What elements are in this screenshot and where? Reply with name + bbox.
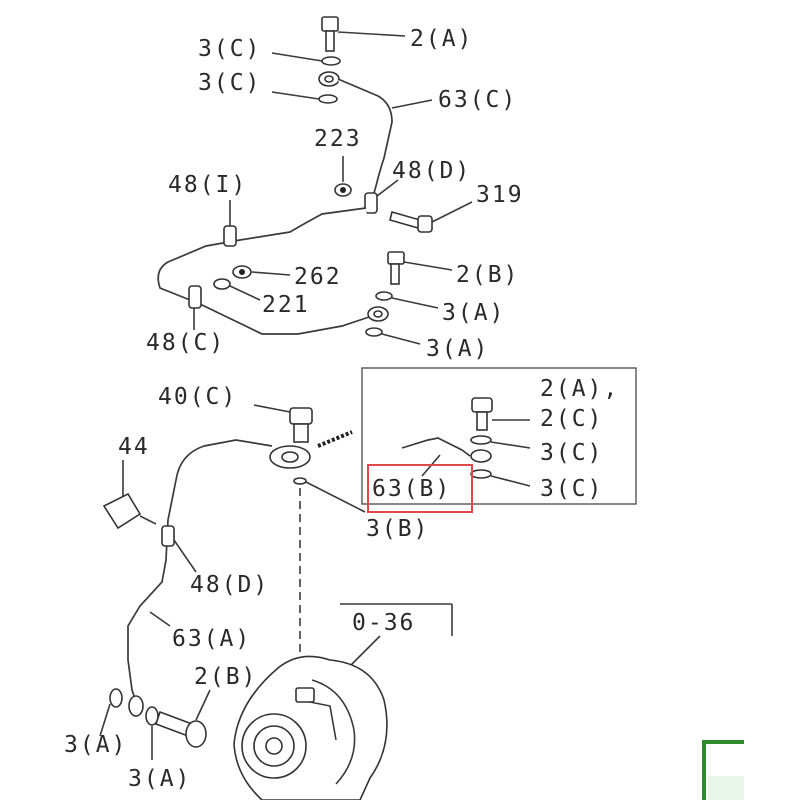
label-2b-top: 2(B) <box>456 262 519 288</box>
eye-fitting-63c <box>318 71 340 87</box>
label-2b-bot: 2(B) <box>194 664 257 690</box>
inset-washers <box>470 435 531 487</box>
turbocharger <box>233 655 388 800</box>
clip-48c <box>188 285 202 330</box>
label-48d-bot: 48(D) <box>190 572 269 598</box>
washer-3a-upper-1 <box>375 291 439 309</box>
label-48d-top: 48(D) <box>392 158 471 184</box>
label-40c: 40(C) <box>158 384 237 410</box>
label-221: 221 <box>262 292 310 318</box>
washer-3a-bottom-2 <box>145 706 159 760</box>
label-44: 44 <box>118 434 150 460</box>
washer-3a-upper-2 <box>365 327 421 345</box>
washer-3c-lower <box>271 91 338 104</box>
eye-fitting-bottom <box>128 695 144 717</box>
washer-3a-bottom-1 <box>99 688 123 737</box>
label-2a-top: 2(A) <box>410 26 473 52</box>
bolt-2a-top <box>321 16 406 52</box>
washer-3c-upper <box>271 52 341 66</box>
bolt-2b-lower <box>154 689 211 748</box>
label-3a-1: 3(A) <box>442 300 505 326</box>
label-3c-2: 3(C) <box>198 70 261 96</box>
label-319: 319 <box>476 182 524 208</box>
banjo-fitting <box>269 445 311 469</box>
bolt-319 <box>389 201 473 233</box>
washer-3b <box>293 477 307 485</box>
inset-bolt <box>471 397 530 431</box>
label-3a-3: 3(A) <box>64 732 127 758</box>
inset-label-2c: 2(C) <box>540 406 603 432</box>
inset-label-63b: 63(B) <box>372 476 451 502</box>
sensor-44 <box>102 460 157 530</box>
pipe-63a <box>127 439 273 703</box>
clip-48d-lower <box>161 525 197 573</box>
label-262: 262 <box>294 264 342 290</box>
highlight-63b <box>367 464 473 513</box>
clip-48d-upper <box>364 179 399 214</box>
label-48i: 48(I) <box>168 172 247 198</box>
inset-label-3c-2: 3(C) <box>540 476 603 502</box>
eye-fitting-lower <box>367 306 389 322</box>
label-3b: 3(B) <box>366 516 429 542</box>
bolt-2b-upper <box>387 251 453 285</box>
label-63c: 63(C) <box>438 87 517 113</box>
label-3a-2: 3(A) <box>426 336 489 362</box>
label-223: 223 <box>314 126 362 152</box>
arrow-to-inset <box>317 430 353 448</box>
washer-221 <box>213 278 261 301</box>
corner-tab <box>702 740 744 800</box>
detail-inset-box <box>361 367 637 505</box>
pipe-main-upper <box>157 207 379 335</box>
inset-label-3c-1: 3(C) <box>540 440 603 466</box>
label-0-36: 0-36 <box>352 610 415 636</box>
inset-label-2a: 2(A), <box>540 376 619 402</box>
label-48c: 48(C) <box>146 330 225 356</box>
clip-48i <box>223 200 237 247</box>
label-3a-4: 3(A) <box>128 766 191 792</box>
label-63a: 63(A) <box>172 626 251 652</box>
pipe-63c <box>337 78 393 207</box>
nut-223 <box>334 156 352 197</box>
nut-262 <box>232 265 291 279</box>
bolt-40c <box>253 404 313 443</box>
label-3c-1: 3(C) <box>198 36 261 62</box>
corner-fill <box>708 776 744 800</box>
inset-pipe-63b <box>401 437 471 457</box>
